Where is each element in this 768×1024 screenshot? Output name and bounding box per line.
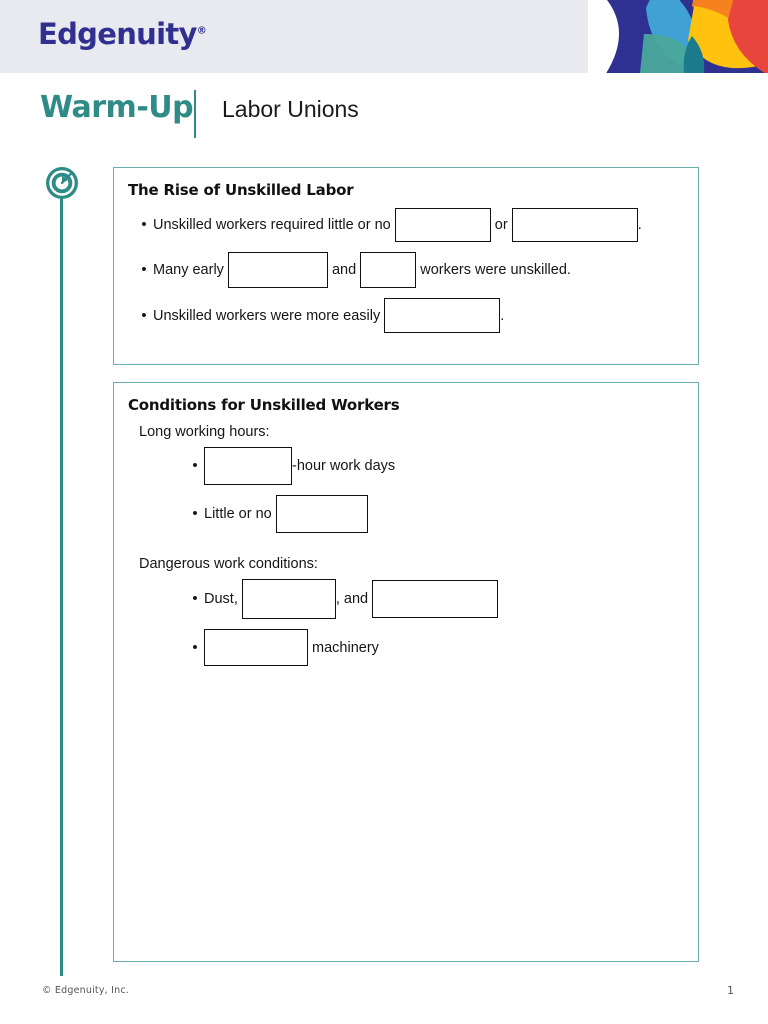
topic-title: Labor Unions [222, 96, 359, 122]
worksheet-title-row: Warm-Up Labor Unions [0, 88, 768, 140]
group-subheading: Dangerous work conditions: [139, 556, 318, 572]
page-title: Warm-Up [40, 90, 194, 125]
bullet-row: • Unskilled workers required little or no… [135, 208, 698, 242]
bullet-row: • Unskilled workers were more easily . [135, 298, 698, 333]
bullet-row: • -hour work days [186, 447, 698, 485]
answer-blank-field[interactable] [241, 579, 336, 619]
bullet-marker: • [141, 306, 147, 324]
page-header: Edgenuity® [0, 0, 768, 73]
answer-blank-field[interactable] [227, 252, 328, 288]
card-title: The Rise of Unskilled Labor [128, 181, 354, 199]
answer-blank-field[interactable] [511, 208, 638, 242]
row-text: Unskilled workers were more easily [153, 307, 385, 324]
edgenuity-logo-text: Edgenuity [38, 17, 197, 51]
row-text: Dust, [204, 591, 242, 607]
card-body: • Unskilled workers required little or no… [114, 208, 698, 333]
row-text: and [327, 262, 361, 278]
left-accent-line [60, 196, 63, 976]
answer-blank-field[interactable] [275, 495, 368, 533]
edgenuity-logo: Edgenuity® [38, 17, 207, 51]
footer-page-number: 1 [727, 984, 734, 997]
title-divider [194, 90, 196, 138]
card-body: Long working hours: • -hour work days • Litt… [114, 423, 698, 666]
bullet-row: • Dust, , and [186, 579, 698, 619]
bullet-row: • machinery [186, 629, 698, 666]
bullet-marker: • [192, 638, 198, 656]
answer-blank-field[interactable] [384, 298, 501, 333]
footer-copyright: © Edgenuity, Inc. [42, 985, 129, 996]
row-text: . [500, 307, 505, 324]
bullet-marker: • [192, 590, 198, 607]
card-rise-of-unskilled-labor: The Rise of Unskilled Labor • Unskilled w… [113, 167, 699, 365]
registered-trademark-icon: ® [196, 25, 207, 37]
answer-blank-field[interactable] [204, 629, 308, 666]
answer-blank-field[interactable] [394, 208, 491, 242]
answer-blank-field[interactable] [360, 252, 417, 288]
bullet-marker: • [192, 457, 198, 474]
card-title: Conditions for Unskilled Workers [128, 396, 400, 414]
row-text: , and [335, 591, 373, 607]
bullet-marker: • [192, 505, 198, 522]
row-text: workers were unskilled. [416, 262, 571, 278]
bullet-row: • Many early and workers were unskilled. [135, 252, 698, 288]
row-text: Little or no [204, 506, 276, 522]
bullet-marker: • [141, 261, 147, 278]
row-text: machinery [308, 639, 379, 656]
card-conditions-for-unskilled-workers: Conditions for Unskilled Workers Long wo… [113, 382, 699, 962]
row-text: Unskilled workers required little or no [153, 217, 395, 233]
header-decorative-art [588, 0, 768, 73]
answer-blank-field[interactable] [372, 580, 499, 618]
target-bullseye-icon [45, 166, 79, 200]
row-text: . [637, 217, 642, 233]
bullet-marker: • [141, 216, 147, 233]
answer-blank-field[interactable] [204, 447, 292, 485]
row-text: or [490, 217, 512, 233]
group-subheading: Long working hours: [139, 424, 270, 440]
bullet-row: • Little or no [186, 495, 698, 533]
row-text: -hour work days [292, 458, 396, 474]
row-text: Many early [153, 262, 228, 278]
